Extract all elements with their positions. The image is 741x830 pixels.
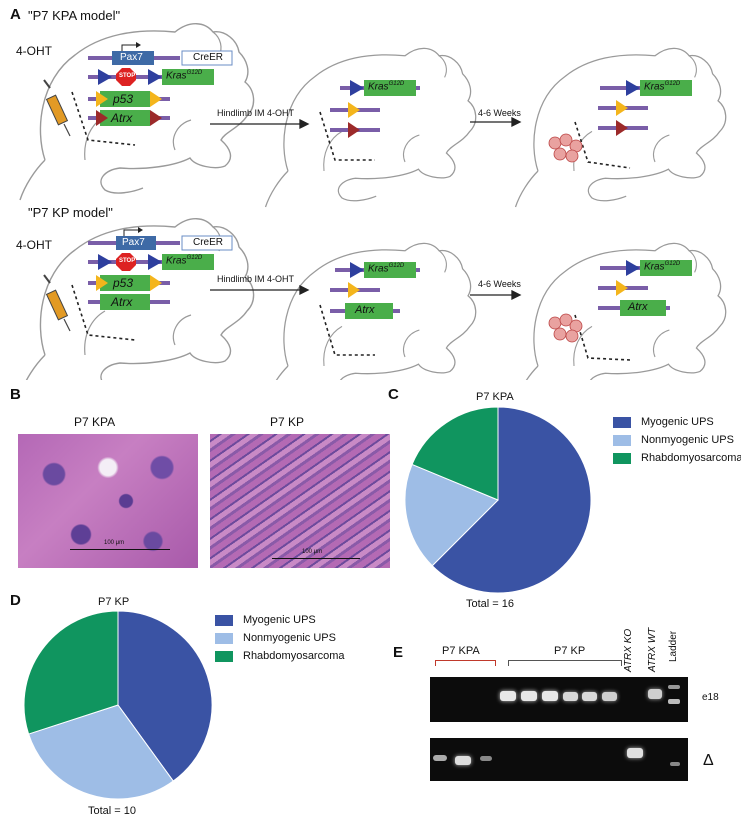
creer-label: CreER — [193, 237, 224, 248]
syringe-icon — [43, 79, 71, 137]
legend-item-myogenic: Myogenic UPS — [613, 416, 714, 428]
pax7-label: Pax7 — [120, 52, 143, 63]
tamoxifen-label-top: 4-OHT — [16, 44, 52, 58]
legend-swatch — [613, 452, 631, 464]
gel-row-delta: Δ — [703, 752, 714, 769]
kpa-construct-right — [598, 80, 692, 136]
kpa-construct-left — [88, 42, 233, 126]
legend-item-nonmyogenic: Nonmyogenic UPS — [613, 434, 734, 446]
legend-item-nonmyogenic: Nonmyogenic UPS — [215, 632, 336, 644]
creer-label: CreER — [193, 52, 224, 63]
panel-a-letter: A — [10, 6, 21, 23]
kras-label: KrasG12D — [166, 255, 203, 267]
ladder-band — [668, 685, 680, 689]
panel-b-letter: B — [10, 386, 21, 403]
pie-slice-myogenic-ups — [117, 610, 213, 782]
legend-swatch — [215, 650, 233, 662]
gel-lane-ladder: Ladder — [668, 630, 679, 662]
pie-c-total: Total = 16 — [466, 598, 515, 610]
kras-label: KrasG12D — [644, 261, 681, 273]
histology-kpa-image: 100 μm — [18, 434, 198, 568]
syringe-icon — [43, 274, 71, 332]
ladder-band — [668, 699, 680, 704]
pie-chart-kp — [23, 610, 213, 800]
gel-lane-atrx-wt: ATRX WT — [647, 627, 658, 672]
hindlimb-injection-label: Hindlimb IM 4-OHT — [217, 108, 295, 118]
gel-group-kp: P7 KP — [554, 645, 586, 657]
atrx-label: Atrx — [355, 304, 375, 316]
kp-construct-middle — [330, 262, 420, 319]
kp-construct-right — [598, 260, 692, 316]
kpa-construct-middle — [330, 80, 420, 138]
gel-band — [582, 692, 597, 701]
panel-c-letter: C — [388, 386, 399, 403]
weeks-label: 4-6 Weeks — [478, 108, 521, 118]
atrx-label: Atrx — [111, 111, 133, 125]
histology-right-label: P7 KP — [270, 415, 305, 429]
gel-band — [433, 755, 447, 761]
legend-item-myogenic: Myogenic UPS — [215, 614, 316, 626]
pie-chart-kpa — [404, 406, 592, 594]
p53-label: p53 — [113, 92, 134, 106]
pie-slice-myogenic-ups — [431, 406, 592, 594]
kp-construct-left — [88, 227, 233, 310]
pie-slice-nonmyogenic-ups — [27, 704, 174, 800]
gel-top — [430, 677, 688, 722]
panel-a-schematic — [19, 23, 727, 380]
histology-left-label: P7 KPA — [74, 415, 116, 429]
legend-swatch — [613, 416, 631, 428]
pie-d-title: P7 KP — [98, 596, 130, 608]
gel-band — [648, 689, 662, 699]
ladder-band — [670, 762, 680, 766]
histology-kp-image: 100 μm — [210, 434, 390, 568]
kpa-model-title: "P7 KPA model" — [28, 8, 121, 23]
legend-item-rhabdo: Rhabdomyosarcoma — [215, 650, 345, 662]
pie-c-title: P7 KPA — [476, 391, 514, 403]
pie-slice-rhabdomyosarcoma — [411, 406, 499, 501]
gel-band — [500, 691, 516, 701]
gel-band — [627, 748, 643, 758]
panel-e-letter: E — [393, 644, 404, 661]
gel-bracket-kp — [508, 660, 622, 666]
gel-band — [455, 756, 471, 765]
atrx-label: Atrx — [111, 295, 133, 309]
gel-band — [542, 691, 558, 701]
scale-bar-label: 100 μm — [302, 549, 323, 555]
legend-swatch — [215, 614, 233, 626]
pax7-label: Pax7 — [122, 237, 145, 248]
gel-row-e18: e18 — [702, 692, 719, 703]
kp-model-title: "P7 KP model" — [28, 205, 113, 220]
stop-sign: STOP — [119, 258, 136, 264]
scale-bar-label: 100 μm — [104, 540, 125, 546]
panel-d-letter: D — [10, 592, 21, 609]
tumor-icon — [548, 313, 583, 343]
gel-bottom — [430, 738, 688, 781]
kras-label: KrasG12D — [368, 81, 405, 93]
pie-slice-nonmyogenic-ups — [404, 463, 499, 567]
weeks-label: 4-6 Weeks — [478, 279, 521, 289]
tumor-icon — [548, 133, 583, 163]
gel-group-kpa: P7 KPA — [442, 645, 480, 657]
p53-label: p53 — [113, 276, 134, 290]
kras-label: KrasG12D — [644, 81, 681, 93]
gel-lane-atrx-ko: ATRX KO — [623, 628, 634, 672]
tamoxifen-label-bottom: 4-OHT — [16, 238, 52, 252]
pie-d-total: Total = 10 — [88, 805, 137, 817]
gel-band — [563, 692, 578, 701]
legend-swatch — [613, 434, 631, 446]
legend-swatch — [215, 632, 233, 644]
gel-band — [480, 756, 492, 761]
pie-slice-rhabdomyosarcoma — [23, 610, 119, 735]
stop-sign: STOP — [119, 73, 136, 79]
gel-band — [521, 691, 537, 701]
legend-item-rhabdo: Rhabdomyosarcoma — [613, 452, 741, 464]
gel-bracket-kpa — [435, 660, 496, 666]
gel-band — [602, 692, 617, 701]
hindlimb-injection-label: Hindlimb IM 4-OHT — [217, 274, 295, 284]
kras-label: KrasG12D — [166, 70, 203, 82]
atrx-label: Atrx — [628, 301, 648, 313]
kras-label: KrasG12D — [368, 263, 405, 275]
